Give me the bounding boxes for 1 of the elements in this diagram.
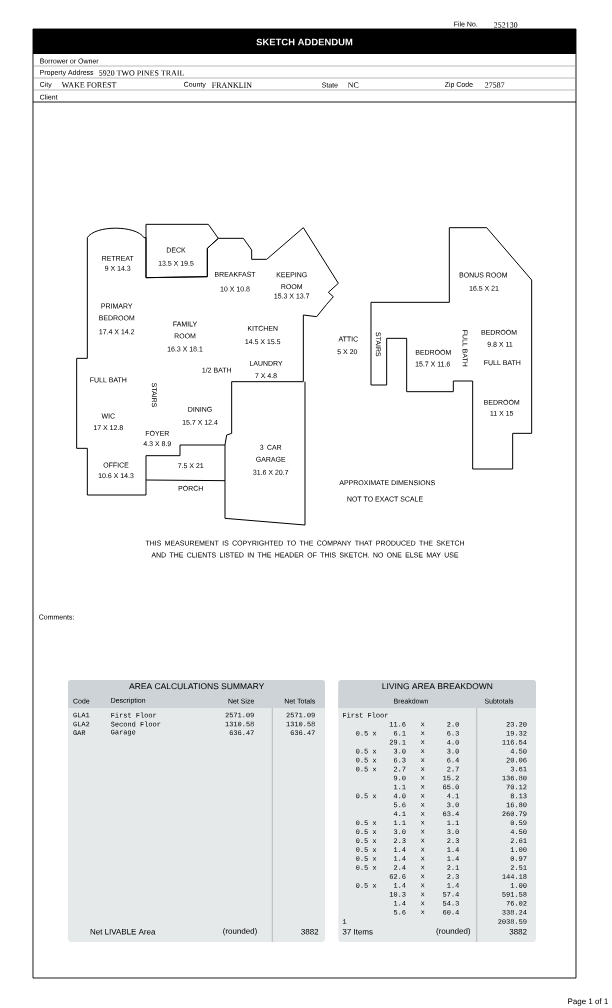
- title-bar: SKETCH ADDENDUM: [33, 29, 576, 54]
